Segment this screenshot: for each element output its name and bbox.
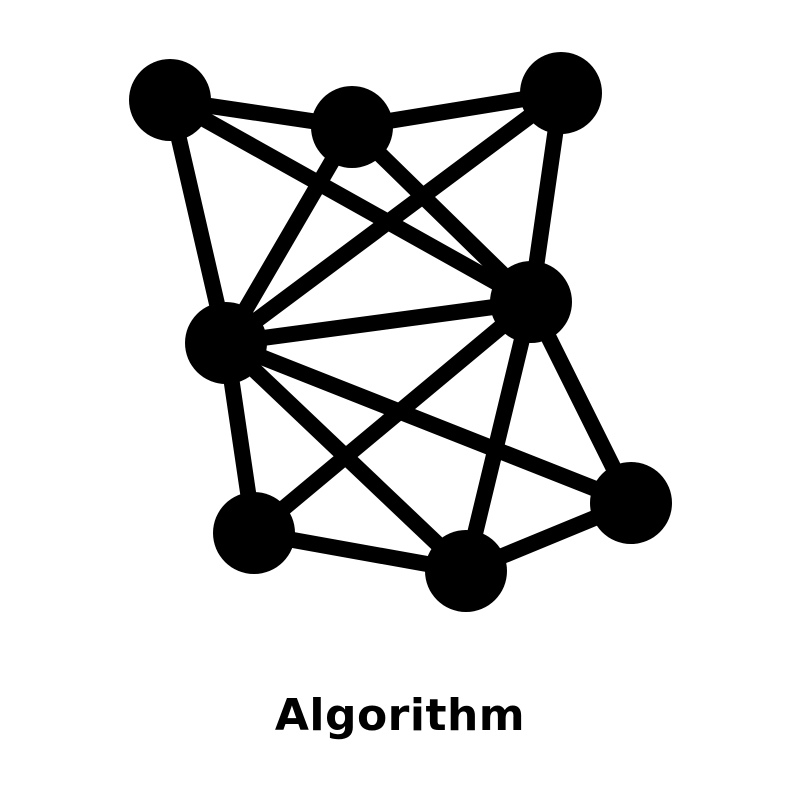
graph-edge — [218, 119, 360, 351]
graph-nodes — [129, 52, 672, 612]
graph-node — [425, 530, 507, 612]
graph-edge — [162, 92, 539, 310]
graph-node — [311, 86, 393, 168]
graph-edge — [218, 294, 539, 351]
graph-edge — [162, 92, 234, 351]
graph-node — [520, 52, 602, 134]
graph-node — [129, 59, 211, 141]
graph-edge — [218, 335, 639, 511]
graph-node — [590, 462, 672, 544]
icon-caption: Algorithm — [274, 690, 526, 741]
graph-edge — [344, 119, 539, 310]
graph-node — [213, 492, 295, 574]
graph-node — [490, 261, 572, 343]
graph-edge — [246, 294, 539, 541]
graph-node — [185, 302, 267, 384]
graph-edge — [458, 294, 539, 579]
graph-edge — [218, 85, 569, 351]
